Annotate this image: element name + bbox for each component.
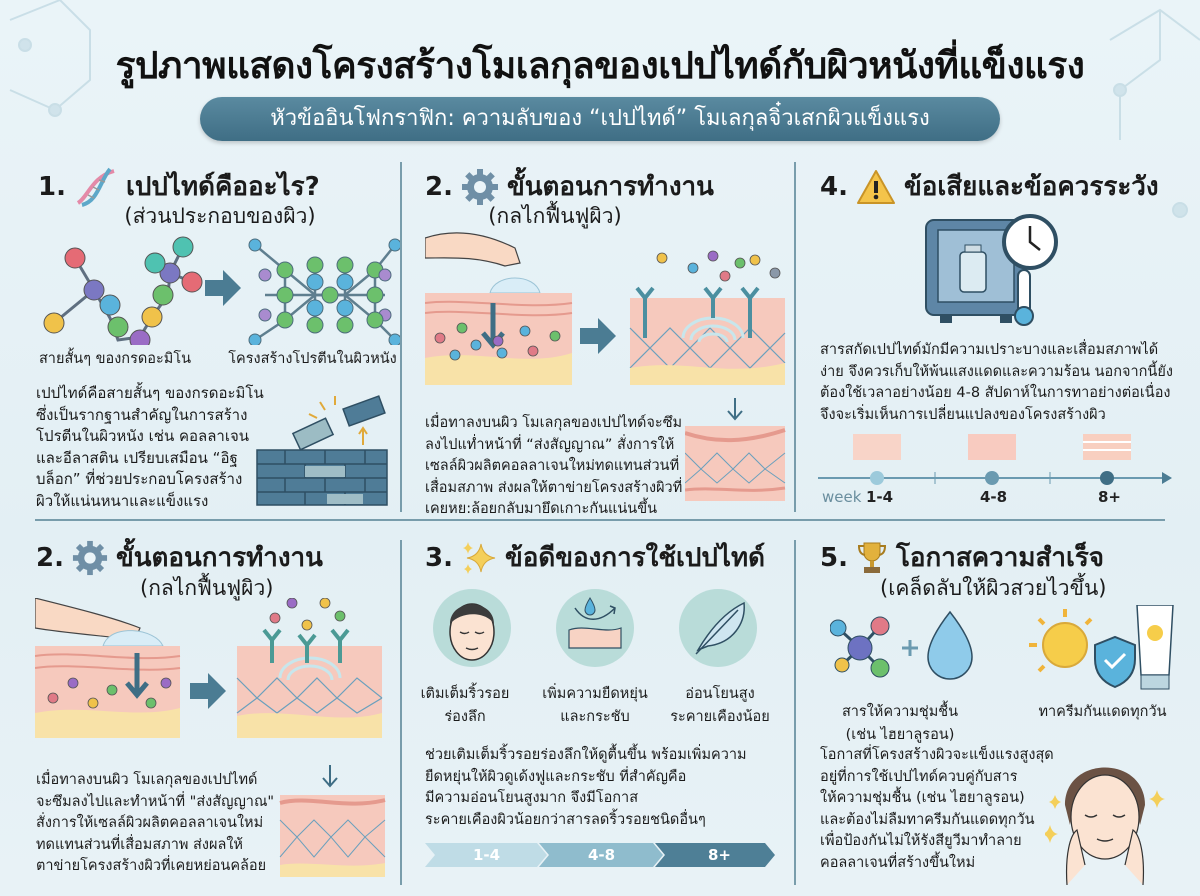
- section-subtitle: (เคล็ดลับให้ผิวสวยไวขึ้น): [880, 576, 1107, 600]
- section-number: 5.: [820, 542, 848, 573]
- benefit-label: อ่อนโยนสูงระคายเคืองน้อย: [670, 686, 770, 725]
- section-paragraph: โอกาสที่โครงสร้างผิวจะแข็งแรงสูงสุดอยู่ท…: [820, 747, 1054, 871]
- column-divider: [794, 162, 796, 512]
- subtitle-banner: หัวข้ออินโฟกราฟิก: ความลับของ “เปปไทด์” …: [200, 97, 1000, 141]
- dna-icon: [76, 167, 115, 207]
- section-paragraph: เมื่อทาลงบนผิว โมเลกุลของเปปไทด์จะซึมลงไ…: [425, 415, 683, 517]
- firm-skin-illustration: [279, 765, 386, 877]
- stage-arrow-bar: 1-4 4-8 8+: [425, 843, 775, 867]
- peptide-chain-to-protein-illustration: [43, 236, 400, 345]
- column-divider: [794, 540, 796, 885]
- storage-safe-clock-thermometer-illustration: [925, 214, 1058, 326]
- section-paragraph: เมื่อทาลงบนผิว โมเลกุลของเปปไทด์จะซึมลงไ…: [36, 772, 275, 874]
- section-number: 4.: [820, 171, 848, 202]
- section-subtitle: (ส่วนประกอบของผิว): [124, 204, 316, 228]
- section-subtitle: (กลไกฟื้นฟูผิว): [140, 576, 274, 600]
- arrow-right-icon: [205, 270, 241, 306]
- section-title: ข้อเสียและข้อควรระวัง: [903, 172, 1159, 202]
- page-title: รูปภาพแสดงโครงสร้างโมเลกุลของเปปไทด์กับผ…: [115, 44, 1085, 87]
- stage-label: 4-8: [588, 846, 616, 864]
- section-subtitle: (กลไกฟื้นฟูผิว): [488, 204, 622, 228]
- benefit-label: เพิ่มความยืดหยุ่นและกระชับ: [542, 686, 648, 725]
- face-icon: [433, 589, 511, 667]
- feather-icon: [679, 589, 757, 667]
- timeline-stage: 8+: [1098, 488, 1122, 506]
- warning-icon: [856, 169, 895, 204]
- peptide-absorption-illustration: [35, 598, 383, 738]
- benefit-label: เติมเต็มริ้วรอยร่องลึก: [420, 686, 510, 725]
- column-divider: [400, 540, 402, 885]
- water-drop-icon: [927, 610, 973, 680]
- timeline-unit: week: [822, 488, 862, 506]
- section-title: โอกาสความสำเร็จ: [895, 543, 1105, 573]
- section-title: เปปไทด์คืออะไร?: [125, 172, 320, 202]
- section-paragraph: ช่วยเติมเต็มริ้วรอยร่องลึกให้ดูตื้นขึ้น …: [425, 747, 747, 828]
- stage-label: 8+: [708, 846, 732, 864]
- section-title: ขั้นตอนการทำงาน: [506, 172, 714, 202]
- tip-moisturizer-label: สารให้ความชุ่มชื้น(เช่น ไฮยาลูรอน): [841, 704, 959, 743]
- stage-label: 1-4: [473, 846, 501, 864]
- section-number: 3.: [425, 542, 453, 573]
- section-number: 2.: [425, 171, 453, 202]
- week-timeline: [818, 434, 1172, 485]
- arrow-right-icon: [580, 318, 616, 354]
- section-number: 1.: [38, 171, 66, 202]
- hand-icon: [425, 232, 521, 267]
- section-number: 2.: [36, 542, 64, 573]
- timeline-stage: 1-4: [866, 488, 894, 506]
- row-divider: [35, 519, 1165, 521]
- sparkles-icon: [462, 541, 496, 574]
- peptide-absorption-illustration: [425, 232, 786, 385]
- skin-elasticity-icon: [556, 589, 634, 667]
- sunscreen-icon: [1029, 605, 1174, 690]
- arrow-right-icon: [190, 673, 226, 709]
- molecule-plus-water-drop-icon: [830, 610, 973, 680]
- gear-icon: [461, 168, 498, 205]
- section-title: ข้อดีของการใช้เปปไทด์: [504, 543, 765, 573]
- woman-face-illustration: [1045, 767, 1165, 885]
- firm-skin-illustration: [685, 398, 786, 501]
- caption-amino-chain: สายสั้นๆ ของกรดอะมิโน: [38, 351, 192, 367]
- section-paragraph: สารสกัดเปปไทด์มักมีความเปราะบางและเสื่อม…: [820, 342, 1173, 423]
- column-divider: [400, 162, 402, 512]
- timeline-stage: 4-8: [980, 488, 1008, 506]
- tip-sunscreen-label: ทาครีมกันแดดทุกวัน: [1038, 704, 1167, 720]
- gear-icon: [72, 540, 108, 575]
- section-title: ขั้นตอนการทำงาน: [115, 543, 323, 573]
- section-paragraph: เปปไทด์คือสายสั้นๆ ของกรดอะมิโนซึ่งเป็นร…: [36, 384, 264, 510]
- building-blocks-illustration: [256, 395, 388, 506]
- caption-protein-structure: โครงสร้างโปรตีนในผิวหนัง: [228, 351, 397, 367]
- trophy-icon: [857, 542, 886, 573]
